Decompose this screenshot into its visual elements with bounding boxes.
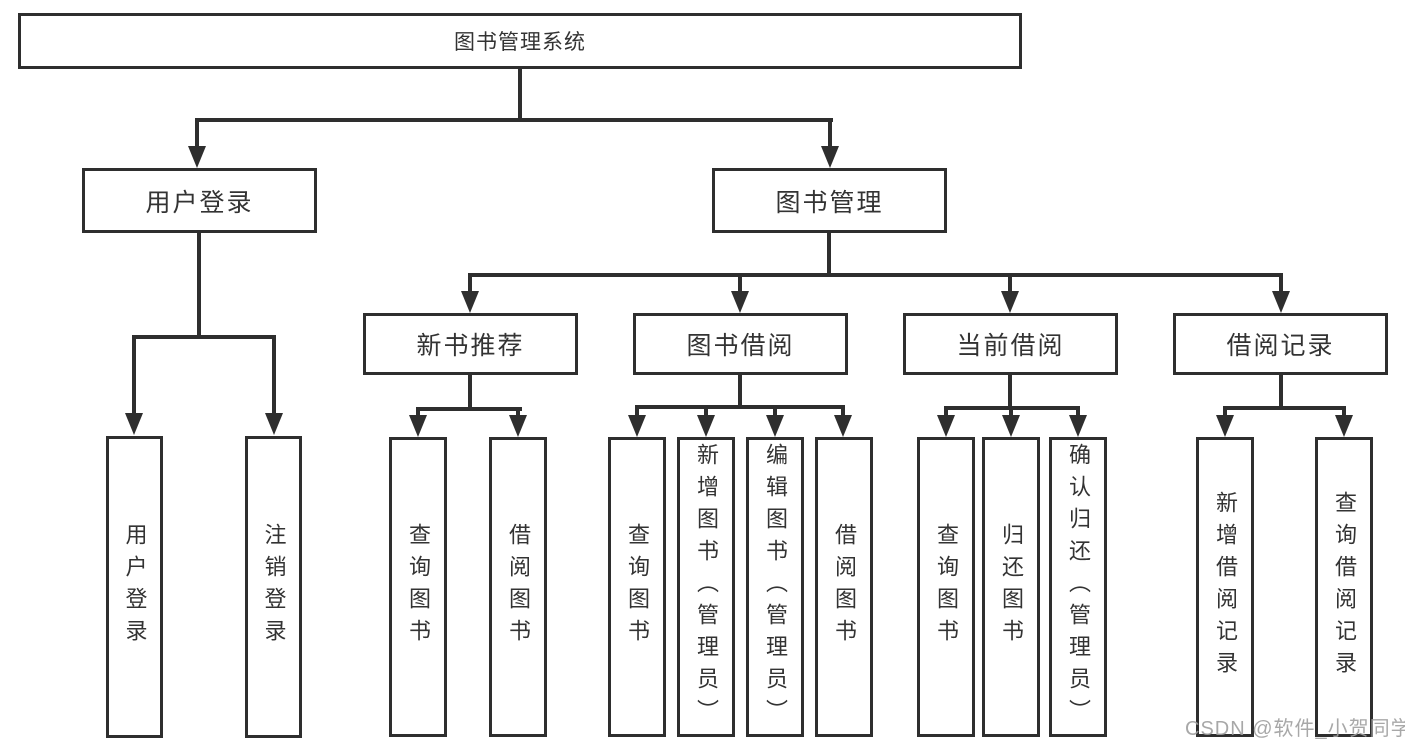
- section-label: 图书借阅: [686, 332, 795, 360]
- leaf-query-books: 查询图书: [389, 437, 447, 737]
- node-new-book-recommend: 新书推荐: [363, 313, 578, 375]
- connector-sections-rail: [468, 273, 1283, 277]
- connector-leaf-drop: [272, 335, 276, 417]
- connector-book-mgmt-stem: [827, 233, 831, 273]
- leaf-add-books-admin: 新增图书（管理员）: [677, 437, 735, 737]
- arrow-down-icon: [937, 415, 955, 437]
- connector-section-drop: [1008, 273, 1012, 295]
- leaf-edit-books-admin: 编辑图书（管理员）: [746, 437, 804, 737]
- node-library-system: 图书管理系统: [18, 13, 1022, 69]
- leaf-label: 查询图书: [625, 523, 650, 651]
- arrow-down-icon: [834, 415, 852, 437]
- section-label: 当前借阅: [956, 332, 1065, 360]
- connector-user-login-drop: [195, 118, 199, 150]
- connector-section1-rail: [416, 407, 522, 411]
- connector-leaf-drop: [944, 406, 948, 417]
- arrow-down-icon: [731, 291, 749, 313]
- arrow-down-icon: [1335, 415, 1353, 437]
- connector-section1-stem: [468, 375, 472, 407]
- connector-section-drop: [1279, 273, 1283, 295]
- connector-section2-stem: [738, 375, 742, 405]
- connector-section4-stem: [1279, 375, 1283, 406]
- leaf-logout: 注销登录: [245, 436, 302, 738]
- connector-leaf-drop: [773, 405, 777, 417]
- leaf-label: 查询借阅记录: [1332, 491, 1357, 683]
- connector-leaf-drop: [1223, 406, 1227, 417]
- leaf-label: 编辑图书（管理员）: [763, 443, 788, 731]
- arrow-down-icon: [1216, 415, 1234, 437]
- connector-leaf-drop: [1076, 406, 1080, 417]
- connector-leaf-drop: [1342, 406, 1346, 417]
- connector-user-login-rail: [132, 335, 276, 339]
- leaf-add-borrow-record: 新增借阅记录: [1196, 437, 1254, 737]
- arrow-down-icon: [697, 415, 715, 437]
- connector-root-stem: [518, 66, 522, 120]
- node-library-system-label: 图书管理系统: [454, 31, 586, 54]
- leaf-user-login: 用户登录: [106, 436, 163, 738]
- leaf-label: 新增图书（管理员）: [694, 443, 719, 731]
- arrow-down-icon: [409, 415, 427, 437]
- node-book-management: 图书管理: [712, 168, 947, 233]
- leaf-query-books: 查询图书: [608, 437, 666, 737]
- connector-leaf-drop: [1009, 406, 1013, 417]
- arrow-down-icon: [265, 413, 283, 435]
- section-label: 新书推荐: [416, 332, 525, 360]
- arrow-down-icon: [766, 415, 784, 437]
- arrow-down-icon: [1002, 415, 1020, 437]
- connector-section4-rail: [1223, 406, 1346, 410]
- node-book-borrowing: 图书借阅: [633, 313, 848, 375]
- leaf-label: 注销登录: [261, 523, 287, 651]
- leaf-label: 归还图书: [999, 523, 1024, 651]
- leaf-label: 新增借阅记录: [1213, 491, 1238, 683]
- connector-section2-rail: [635, 405, 845, 409]
- section-label: 借阅记录: [1226, 332, 1335, 360]
- leaf-label: 用户登录: [122, 523, 148, 651]
- node-borrowing-records: 借阅记录: [1173, 313, 1388, 375]
- connector-leaf-drop: [841, 405, 845, 417]
- leaf-label: 借阅图书: [506, 523, 531, 651]
- node-current-borrowing: 当前借阅: [903, 313, 1118, 375]
- leaf-borrow-books: 借阅图书: [815, 437, 873, 737]
- connector-leaf-drop: [516, 407, 520, 417]
- node-user-login: 用户登录: [82, 168, 317, 233]
- arrow-down-icon: [461, 291, 479, 313]
- connector-book-mgmt-drop: [828, 118, 832, 150]
- arrow-down-icon: [1272, 291, 1290, 313]
- connector-section3-stem: [1008, 375, 1012, 406]
- leaf-query-borrow-record: 查询借阅记录: [1315, 437, 1373, 737]
- leaf-label: 查询图书: [406, 523, 431, 651]
- leaf-label: 确认归还（管理员）: [1066, 443, 1091, 731]
- arrow-down-icon: [821, 146, 839, 168]
- connector-section-drop: [468, 273, 472, 295]
- connector-level1-rail: [196, 118, 833, 122]
- connector-leaf-drop: [635, 405, 639, 417]
- connector-user-login-stem: [197, 233, 201, 335]
- leaf-label: 借阅图书: [832, 523, 857, 651]
- arrow-down-icon: [1001, 291, 1019, 313]
- connector-section-drop: [738, 273, 742, 295]
- leaf-query-books: 查询图书: [917, 437, 975, 737]
- connector-leaf-drop: [132, 335, 136, 417]
- connector-leaf-drop: [416, 407, 420, 417]
- leaf-label: 查询图书: [934, 523, 959, 651]
- node-user-login-label: 用户登录: [145, 188, 254, 217]
- arrow-down-icon: [509, 415, 527, 437]
- arrow-down-icon: [125, 413, 143, 435]
- csdn-watermark: CSDN @软件_小贺同学: [1185, 718, 1405, 740]
- leaf-borrow-books: 借阅图书: [489, 437, 547, 737]
- leaf-confirm-return-admin: 确认归还（管理员）: [1049, 437, 1107, 737]
- arrow-down-icon: [188, 146, 206, 168]
- arrow-down-icon: [628, 415, 646, 437]
- connector-leaf-drop: [704, 405, 708, 417]
- arrow-down-icon: [1069, 415, 1087, 437]
- node-book-management-label: 图书管理: [775, 188, 884, 217]
- leaf-return-books: 归还图书: [982, 437, 1040, 737]
